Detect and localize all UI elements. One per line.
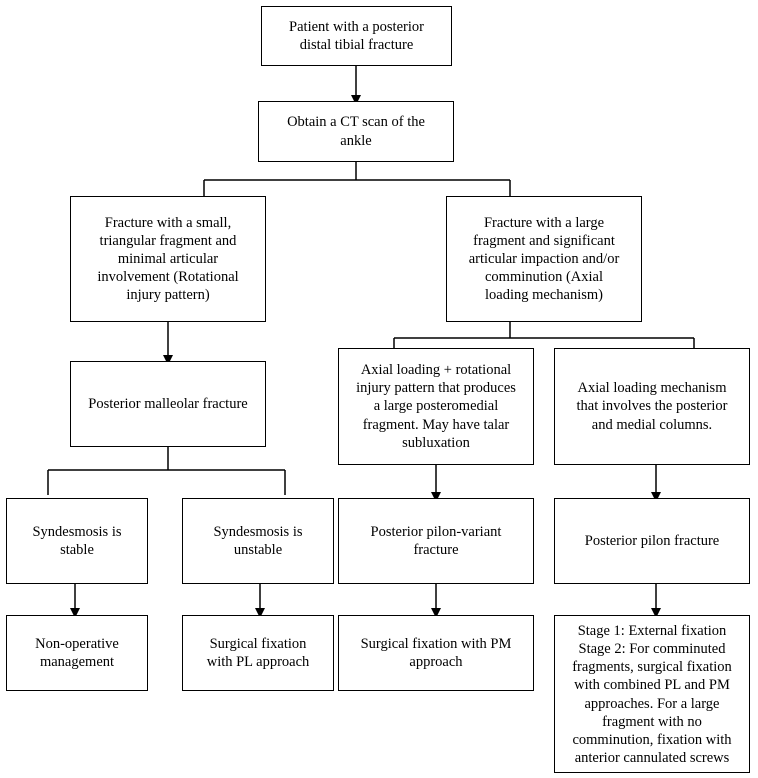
- box-syndesmosis-unstable: Syndesmosis is unstable: [182, 498, 334, 584]
- box-posterior-malleolar: Posterior malleolar fracture: [70, 361, 266, 447]
- box-small-fragment: Fracture with a small, triangular fragme…: [70, 196, 266, 322]
- box-axial-rotational: Axial loading + rotational injury patter…: [338, 348, 534, 465]
- box-staged-management: Stage 1: External fixation Stage 2: For …: [554, 615, 750, 773]
- box-ct-scan: Obtain a CT scan of the ankle: [258, 101, 454, 162]
- box-non-operative: Non-operative management: [6, 615, 148, 691]
- box-pilon-variant: Posterior pilon-variant fracture: [338, 498, 534, 584]
- box-surgical-pm: Surgical fixation with PM approach: [338, 615, 534, 691]
- box-pilon-fracture: Posterior pilon fracture: [554, 498, 750, 584]
- box-syndesmosis-stable: Syndesmosis is stable: [6, 498, 148, 584]
- box-large-fragment: Fracture with a large fragment and signi…: [446, 196, 642, 322]
- box-surgical-pl: Surgical fixation with PL approach: [182, 615, 334, 691]
- box-start: Patient with a posterior distal tibial f…: [261, 6, 452, 66]
- box-axial-loading: Axial loading mechanism that involves th…: [554, 348, 750, 465]
